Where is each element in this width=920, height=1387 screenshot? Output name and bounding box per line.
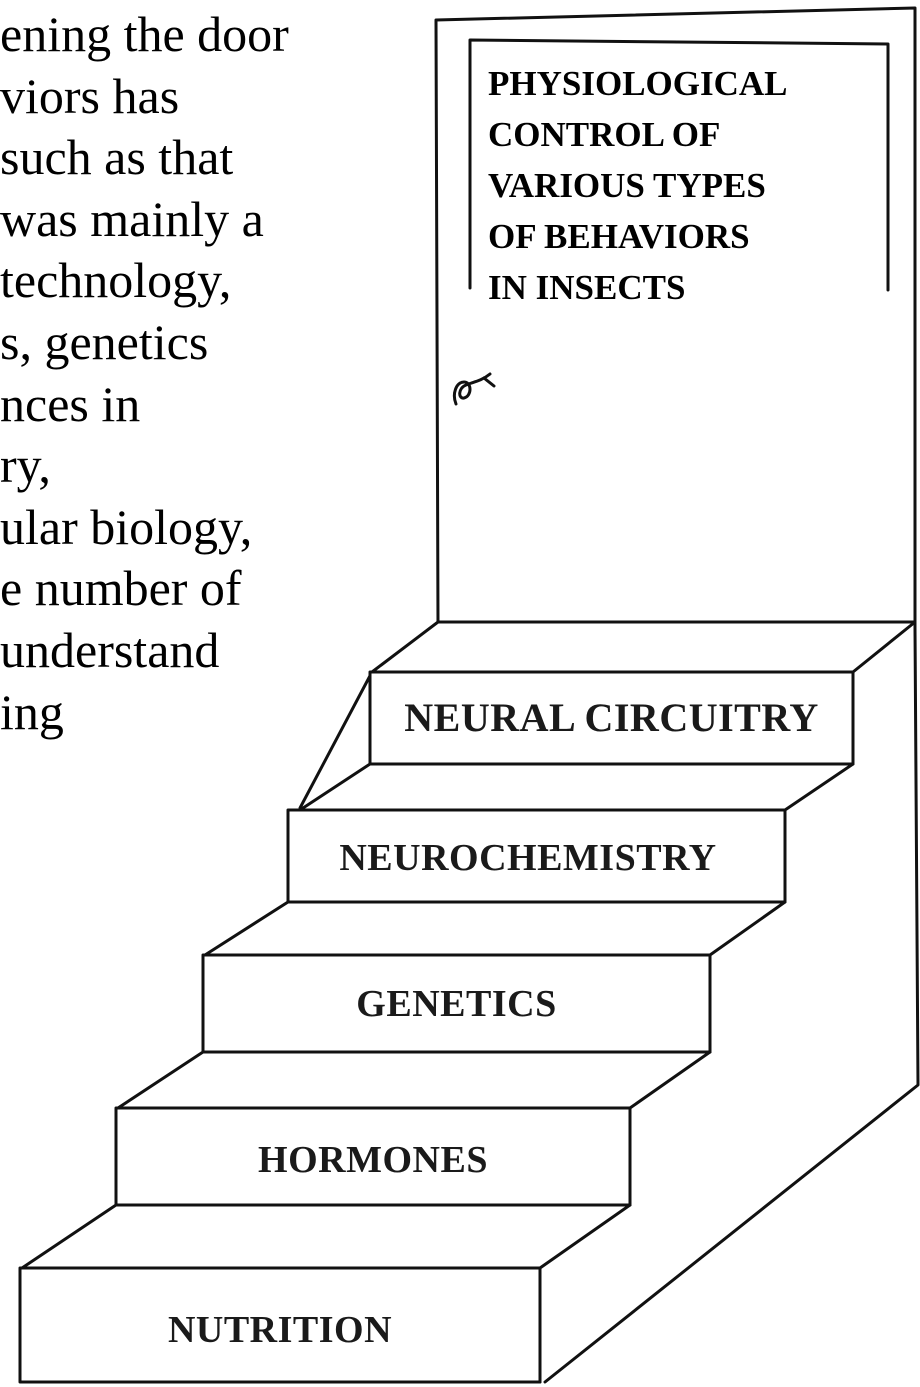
step-label-hormones: HORMONES <box>258 1139 488 1181</box>
step-riser <box>18 1266 542 1384</box>
door-knob-icon <box>452 372 496 406</box>
door-title-line: PHYSIOLOGICAL <box>488 64 788 103</box>
step-riser <box>114 1106 632 1207</box>
door-frame <box>434 6 917 630</box>
step-label-nutrition: NUTRITION <box>167 1309 393 1351</box>
door-title-line: IN INSECTS <box>488 268 686 307</box>
body-text-line: e number of <box>0 560 242 617</box>
step-riser <box>286 808 787 904</box>
body-text-line: technology, <box>0 252 232 309</box>
body-text-line: ing <box>0 683 64 740</box>
stair-landing <box>370 620 917 674</box>
door-title-line: OF BEHAVIORS <box>488 217 750 256</box>
body-text-line: ular biology, <box>0 498 253 555</box>
step-label-neural-circuitry: NEURAL CIRCUITRY <box>404 695 819 740</box>
door-nameplate <box>468 38 890 292</box>
door-title-line: VARIOUS TYPES <box>488 166 766 205</box>
step-riser <box>368 670 855 766</box>
body-text-line: ry, <box>0 437 51 494</box>
step-tread-surface <box>298 762 855 812</box>
body-text-line: understand <box>0 621 220 678</box>
body-text-line: ening the door <box>0 6 289 62</box>
step-label-neurochemistry: NEUROCHEMISTRY <box>339 837 717 879</box>
body-text-line: was mainly a <box>0 190 264 247</box>
body-text-line: s, genetics <box>0 313 209 370</box>
step-label-genetics: GENETICS <box>356 983 557 1025</box>
step-tread-surface <box>20 1203 632 1270</box>
step-tread-surface <box>116 1050 712 1110</box>
body-text: ening the door viors has such as that wa… <box>0 4 360 743</box>
body-text-line: nces in <box>0 375 141 432</box>
step-riser <box>201 953 712 1054</box>
step-tread-surface <box>203 900 787 957</box>
door-title-line: CONTROL OF <box>488 115 721 154</box>
body-text-line: viors has <box>0 67 180 124</box>
door-title: PHYSIOLOGICAL CONTROL OF VARIOUS TYPES O… <box>488 58 788 313</box>
body-text-line: such as that <box>0 129 234 186</box>
